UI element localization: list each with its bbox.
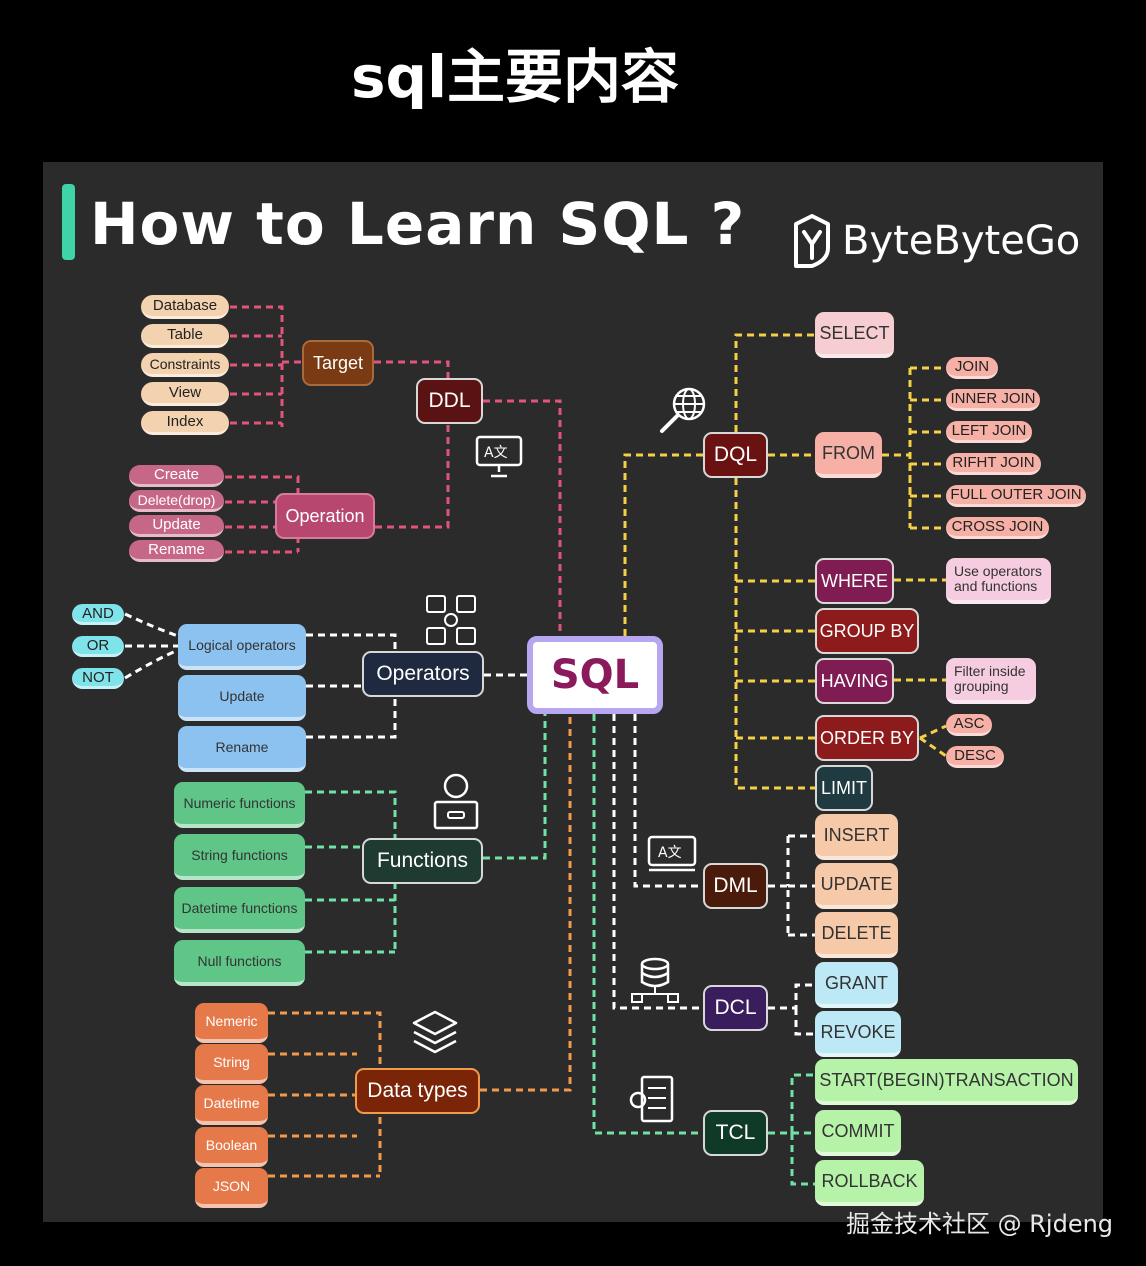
brand-name: ByteByteGo: [842, 218, 1081, 264]
ddl-target-item: Constraints: [141, 353, 229, 377]
function-item: String functions: [174, 834, 305, 880]
infographic-title: How to Learn SQL ?: [90, 190, 746, 258]
dml-item: UPDATE: [815, 863, 898, 909]
where-note-text: Use operators and functions: [954, 563, 1042, 594]
svg-text:A文: A文: [658, 845, 682, 861]
data-types-node: Data types: [355, 1068, 480, 1114]
operators-rename: Rename: [178, 726, 306, 772]
operators-node: Operators: [362, 651, 484, 697]
translate-monitor-icon: A文: [475, 435, 523, 478]
sql-center-node: SQL: [527, 636, 663, 714]
dql-having-note: Filter inside grouping: [946, 658, 1036, 704]
dml-item: INSERT: [815, 814, 898, 860]
function-item: Numeric functions: [174, 782, 305, 828]
bytebytego-logo-icon: [794, 214, 830, 268]
dql-where-note: Use operators and functions: [946, 558, 1051, 604]
dql-join-type: CROSS JOIN: [946, 517, 1049, 539]
dql-join-type: RIFHT JOIN: [946, 453, 1041, 475]
title-accent-bar: [62, 184, 75, 260]
functions-node: Functions: [362, 838, 483, 884]
dql-select: SELECT: [815, 312, 894, 358]
ddl-target-item: View: [141, 382, 229, 406]
translate-monitor-icon: A文: [647, 835, 697, 872]
database-network-icon: [631, 957, 679, 1003]
dql-join-type: LEFT JOIN: [946, 421, 1032, 443]
dql-order-item: DESC: [946, 746, 1004, 768]
logical-operator-pill: OR: [72, 636, 124, 657]
tcl-item: ROLLBACK: [815, 1160, 924, 1206]
dql-having: HAVING: [815, 658, 894, 704]
data-type-item: String: [195, 1044, 268, 1084]
globe-search-icon: [660, 387, 706, 433]
dql-join-type: JOIN: [946, 357, 998, 379]
ddl-target-item: Database: [141, 295, 229, 319]
tcl-item: COMMIT: [815, 1110, 901, 1156]
page-header: sql主要内容: [351, 43, 679, 111]
ddl-target-item: Index: [141, 411, 229, 435]
svg-text:A文: A文: [484, 445, 508, 461]
dcl-item: GRANT: [815, 962, 898, 1008]
function-item: Datetime functions: [174, 887, 305, 933]
data-type-item: Nemeric: [195, 1003, 268, 1043]
settings-document-icon: [629, 1075, 674, 1123]
network-users-icon: [426, 595, 476, 645]
watermark: 掘金技术社区 @ Rjdeng: [846, 1210, 1114, 1238]
data-type-item: Datetime: [195, 1085, 268, 1125]
dcl-item: REVOKE: [815, 1011, 901, 1057]
dql-join-type: FULL OUTER JOIN: [946, 485, 1086, 507]
dql-join-type: INNER JOIN: [946, 389, 1040, 411]
ddl-node: DDL: [416, 378, 483, 424]
tcl-node: TCL: [703, 1110, 768, 1156]
logical-operator-pill: AND: [72, 604, 124, 625]
dql-where: WHERE: [815, 558, 894, 604]
ddl-operation-item: Rename: [129, 540, 224, 562]
tcl-item: START(BEGIN)TRANSACTION: [815, 1059, 1078, 1105]
dql-order-by: ORDER BY: [815, 715, 919, 761]
operators-update: Update: [178, 675, 306, 721]
operators-logical: Logical operators: [178, 624, 306, 670]
ddl-operation-node: Operation: [275, 493, 375, 539]
layers-stack-icon: [412, 1010, 458, 1054]
dql-group-by: GROUP BY: [815, 608, 919, 654]
ddl-target-node: Target: [302, 340, 374, 386]
function-item: Null functions: [174, 940, 305, 986]
having-note-text: Filter inside grouping: [954, 663, 1026, 694]
dql-order-item: ASC: [946, 714, 992, 736]
developer-laptop-icon: [433, 773, 479, 830]
ddl-operation-item: Delete(drop): [129, 490, 224, 512]
logical-operator-pill: NOT: [72, 668, 124, 689]
dcl-node: DCL: [703, 985, 768, 1031]
dml-node: DML: [703, 863, 768, 909]
ddl-target-item: Table: [141, 324, 229, 348]
dql-node: DQL: [703, 432, 768, 478]
data-type-item: Boolean: [195, 1127, 268, 1167]
data-type-item: JSON: [195, 1168, 268, 1208]
ddl-operation-item: Create: [129, 465, 224, 487]
ddl-operation-item: Update: [129, 515, 224, 537]
dql-from: FROM: [815, 432, 882, 478]
dml-item: DELETE: [815, 912, 898, 958]
dql-limit: LIMIT: [815, 765, 873, 811]
